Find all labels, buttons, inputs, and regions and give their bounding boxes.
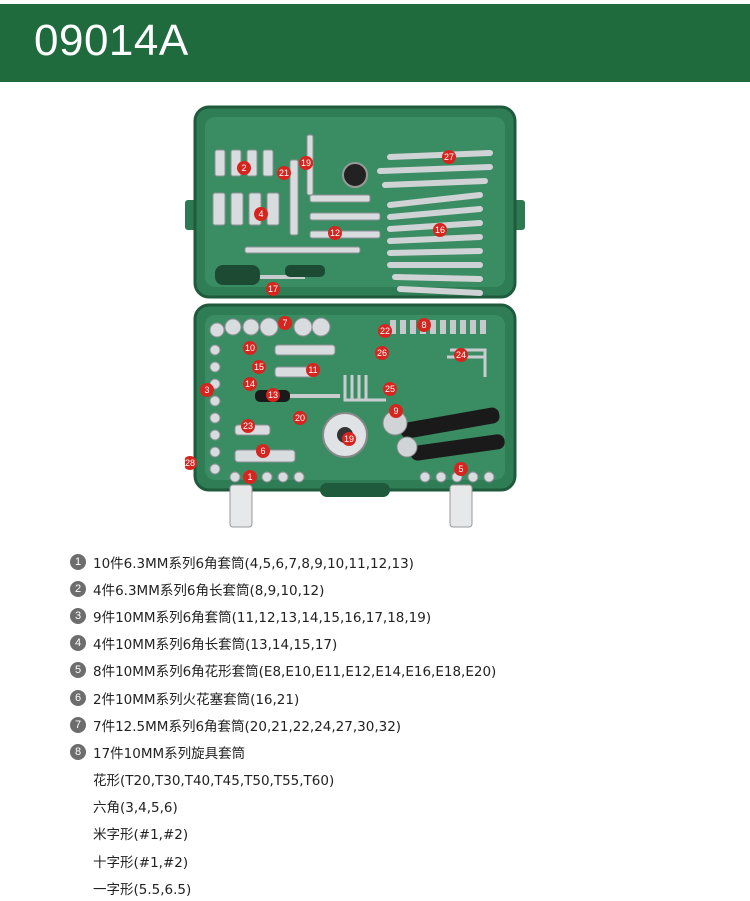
svg-text:15: 15 [254,362,264,372]
legend-text: 8件10MM系列6角花形套筒(E8,E10,E11,E12,E14,E16,E1… [93,664,497,681]
svg-text:9: 9 [393,406,398,416]
callout-8: 8 [417,318,431,332]
callout-12: 12 [328,226,342,240]
parts-legend: 1 10件6.3MM系列6角套筒(4,5,6,7,8,9,10,11,12,13)… [70,548,730,901]
legend-item: 5 8件10MM系列6角花形套筒(E8,E10,E11,E12,E14,E16,E… [70,657,730,684]
svg-text:8: 8 [421,320,426,330]
legend-number: 7 [70,716,86,733]
callout-16: 16 [433,223,447,237]
legend-subitem: 米字形(#1,#2) [93,827,189,844]
callout-22: 22 [378,324,392,338]
callout-9: 9 [389,404,403,418]
legend-item: 1 10件6.3MM系列6角套筒(4,5,6,7,8,9,10,11,12,13) [70,548,730,575]
callout-25: 25 [383,382,397,396]
callout-6: 6 [256,444,270,458]
callout-21: 21 [277,166,291,180]
legend-number: 1 [70,553,86,570]
callout-4: 4 [254,207,268,221]
svg-text:5: 5 [458,464,463,474]
svg-text:16: 16 [435,225,445,235]
callout-5: 5 [454,462,468,476]
svg-text:14: 14 [245,379,255,389]
svg-text:2: 2 [241,163,246,173]
toolkit-illustration: 1 2 3 4 5 6 7 8 9 10 11 12 13 14 15 16 1… [185,105,525,528]
legend-item: 8 17件10MM系列旋具套筒 [70,738,730,765]
svg-text:19: 19 [301,158,311,168]
legend-subitem: 六角(3,4,5,6) [93,800,178,817]
legend-number: 5 [70,662,86,679]
svg-text:24: 24 [456,350,466,360]
legend-subitem: 一字形(5.5,6.5) [93,881,192,898]
svg-text:21: 21 [279,168,289,178]
legend-item: 4 4件10MM系列6角长套筒(13,14,15,17) [70,630,730,657]
callout-19b: 19 [342,432,356,446]
callout-23: 23 [241,419,255,433]
callout-14: 14 [243,377,257,391]
legend-text: 7件12.5MM系列6角套筒(20,21,22,24,27,30,32) [93,718,402,735]
model-number: 09014A [34,16,189,65]
svg-text:7: 7 [282,318,287,328]
callout-24: 24 [454,348,468,362]
callout-7: 7 [278,316,292,330]
svg-text:27: 27 [444,152,454,162]
legend-number: 8 [70,743,86,760]
callout-1: 1 [243,470,257,484]
callout-3: 3 [200,383,214,397]
callout-2: 2 [237,161,251,175]
callout-19a: 19 [299,156,313,170]
legend-number: 6 [70,689,86,706]
legend-item: 3 9件10MM系列6角套筒(11,12,13,14,15,16,17,18,19… [70,602,730,629]
svg-text:26: 26 [377,348,387,358]
svg-text:4: 4 [258,209,263,219]
svg-text:13: 13 [268,390,278,400]
callout-17: 17 [266,282,280,296]
svg-text:10: 10 [245,343,255,353]
legend-item: 7 7件12.5MM系列6角套筒(20,21,22,24,27,30,32) [70,711,730,738]
legend-number: 2 [70,580,86,597]
svg-text:12: 12 [330,228,340,238]
legend-item: 2 4件6.3MM系列6角长套筒(8,9,10,12) [70,575,730,602]
legend-text: 4件10MM系列6角长套筒(13,14,15,17) [93,637,338,654]
svg-text:28: 28 [185,458,195,468]
legend-text: 17件10MM系列旋具套筒 [93,745,246,762]
callout-10: 10 [243,341,257,355]
legend-number: 4 [70,635,86,652]
svg-text:11: 11 [308,365,317,375]
svg-text:1: 1 [247,472,252,482]
legend-item: 6 2件10MM系列火花塞套筒(16,21) [70,684,730,711]
svg-text:23: 23 [243,421,253,431]
legend-text: 4件6.3MM系列6角长套筒(8,9,10,12) [93,582,325,599]
legend-text: 9件10MM系列6角套筒(11,12,13,14,15,16,17,18,19) [93,609,432,626]
svg-text:22: 22 [380,326,390,336]
callout-11: 11 [306,363,320,377]
legend-text: 10件6.3MM系列6角套筒(4,5,6,7,8,9,10,11,12,13) [93,555,414,572]
svg-text:3: 3 [204,385,209,395]
legend-subitem: 花形(T20,T30,T40,T45,T50,T55,T60) [93,773,335,790]
legend-number: 3 [70,607,86,624]
svg-text:19: 19 [344,434,354,444]
callout-28: 28 [185,456,197,470]
header-banner: 09014A [0,4,750,82]
toolkit-photo: 1 2 3 4 5 6 7 8 9 10 11 12 13 14 15 16 1… [185,105,525,535]
callout-20: 20 [293,411,307,425]
legend-subitem: 十字形(#1,#2) [93,854,189,871]
legend-text: 2件10MM系列火花塞套筒(16,21) [93,691,300,708]
svg-text:20: 20 [295,413,305,423]
callout-26: 26 [375,346,389,360]
callout-15: 15 [252,360,266,374]
callout-13: 13 [266,388,280,402]
svg-text:25: 25 [385,384,395,394]
callout-27: 27 [442,150,456,164]
svg-text:17: 17 [268,284,278,294]
svg-text:6: 6 [260,446,265,456]
